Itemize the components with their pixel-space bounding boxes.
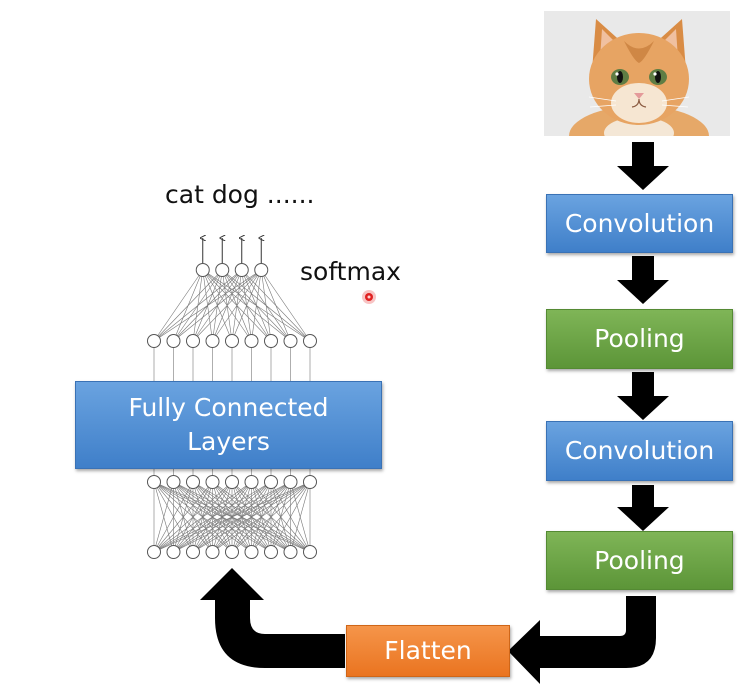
- neuron-hidden-bottom-layer: [264, 475, 278, 489]
- neuron-hidden-bottom-layer: [166, 475, 181, 489]
- network-connection: [153, 481, 174, 553]
- neuron-input-layer: [264, 545, 278, 559]
- pooling-label: Pooling: [594, 324, 685, 354]
- network-connection: [153, 481, 272, 553]
- network-connection: [231, 481, 311, 553]
- down-arrow-icon: [617, 372, 669, 420]
- neuron-hidden-bottom-layer: [147, 475, 161, 489]
- neuron-input-layer: [303, 545, 317, 559]
- softmax-label: softmax: [300, 257, 401, 286]
- neuron-hidden-bottom-layer: [205, 475, 220, 489]
- network-connection: [261, 269, 311, 342]
- network-connection: [153, 481, 233, 553]
- neuron-hidden-top-layer: [283, 334, 298, 348]
- network-connection: [153, 269, 242, 342]
- neuron-input-layer: [225, 545, 239, 559]
- network-connection: [173, 481, 311, 553]
- network-connection: [153, 269, 223, 342]
- neuron-hidden-top-layer: [205, 334, 220, 348]
- flatten-box: Flatten: [346, 625, 510, 677]
- output-arrows: [203, 238, 262, 263]
- network-connection: [153, 481, 213, 553]
- fully-connected-label-line1: Fully Connected: [128, 393, 329, 423]
- network-connection: [212, 269, 262, 342]
- fully-connected-label-line2: Layers: [187, 427, 270, 456]
- network-connection: [153, 481, 311, 553]
- neuron-input-layer: [166, 545, 181, 559]
- neuron-hidden-top-layer: [225, 334, 239, 348]
- network-connection: [260, 269, 272, 342]
- network-connection: [290, 481, 311, 553]
- convolution-box-2: Convolution: [546, 421, 733, 481]
- network-connection: [270, 481, 311, 553]
- network-connection: [153, 269, 262, 342]
- network-connection: [153, 481, 291, 553]
- neuron-hidden-top-layer: [303, 334, 317, 348]
- pooling-box-1: Pooling: [546, 309, 733, 369]
- network-connection: [192, 481, 311, 553]
- pooling-box-2: Pooling: [546, 531, 733, 590]
- cat-photo: [544, 11, 730, 136]
- neuron-hidden-top-layer: [244, 334, 259, 348]
- network-connection: [153, 269, 203, 342]
- network-connection: [153, 481, 252, 553]
- fully-connected-layers-box: Fully Connected Layers: [75, 381, 382, 469]
- neuron-hidden-bottom-layer: [225, 475, 239, 489]
- output-classes-label: cat dog ......: [165, 180, 315, 209]
- convolution-label: Convolution: [564, 436, 715, 466]
- pooling-label: Pooling: [594, 545, 685, 575]
- neuron-hidden-bottom-layer: [303, 475, 317, 489]
- neuron-hidden-bottom-layer: [244, 475, 259, 489]
- neuron-input-layer: [283, 545, 298, 559]
- neuron-hidden-top-layer: [186, 334, 200, 348]
- network-connection: [251, 269, 262, 342]
- network-connection: [231, 269, 262, 342]
- neuron-output-layer: [254, 263, 269, 277]
- network-connection: [212, 481, 311, 553]
- network-neurons: [147, 263, 317, 559]
- network-connection: [173, 269, 262, 342]
- network-connection: [260, 269, 291, 342]
- neuron-hidden-top-layer: [264, 334, 278, 348]
- down-arrow-icon: [617, 256, 669, 304]
- neuron-hidden-top-layer: [147, 334, 161, 348]
- neuron-output-layer: [215, 263, 230, 277]
- neuron-input-layer: [244, 545, 259, 559]
- pointer-dot-highlight: [367, 295, 371, 299]
- neuron-input-layer: [205, 545, 220, 559]
- neuron-output-layer: [234, 263, 249, 277]
- convolution-label: Convolution: [564, 208, 715, 238]
- curved-arrow-icon: [200, 568, 345, 668]
- neuron-hidden-top-layer: [166, 334, 181, 348]
- neuron-hidden-bottom-layer: [186, 475, 200, 489]
- network-connection: [153, 481, 194, 553]
- convolution-box-1: Convolution: [546, 194, 733, 253]
- bent-arrow-icon: [508, 596, 656, 684]
- cat-illustration: [544, 11, 730, 136]
- down-arrow-icon: [617, 142, 669, 190]
- neuron-input-layer: [186, 545, 200, 559]
- neuron-hidden-bottom-layer: [283, 475, 298, 489]
- network-connection: [192, 269, 262, 342]
- neuron-input-layer: [147, 545, 161, 559]
- down-arrow-icon: [617, 485, 669, 531]
- network-connection: [251, 481, 311, 553]
- neuron-output-layer: [195, 263, 210, 277]
- flatten-label: Flatten: [384, 636, 472, 666]
